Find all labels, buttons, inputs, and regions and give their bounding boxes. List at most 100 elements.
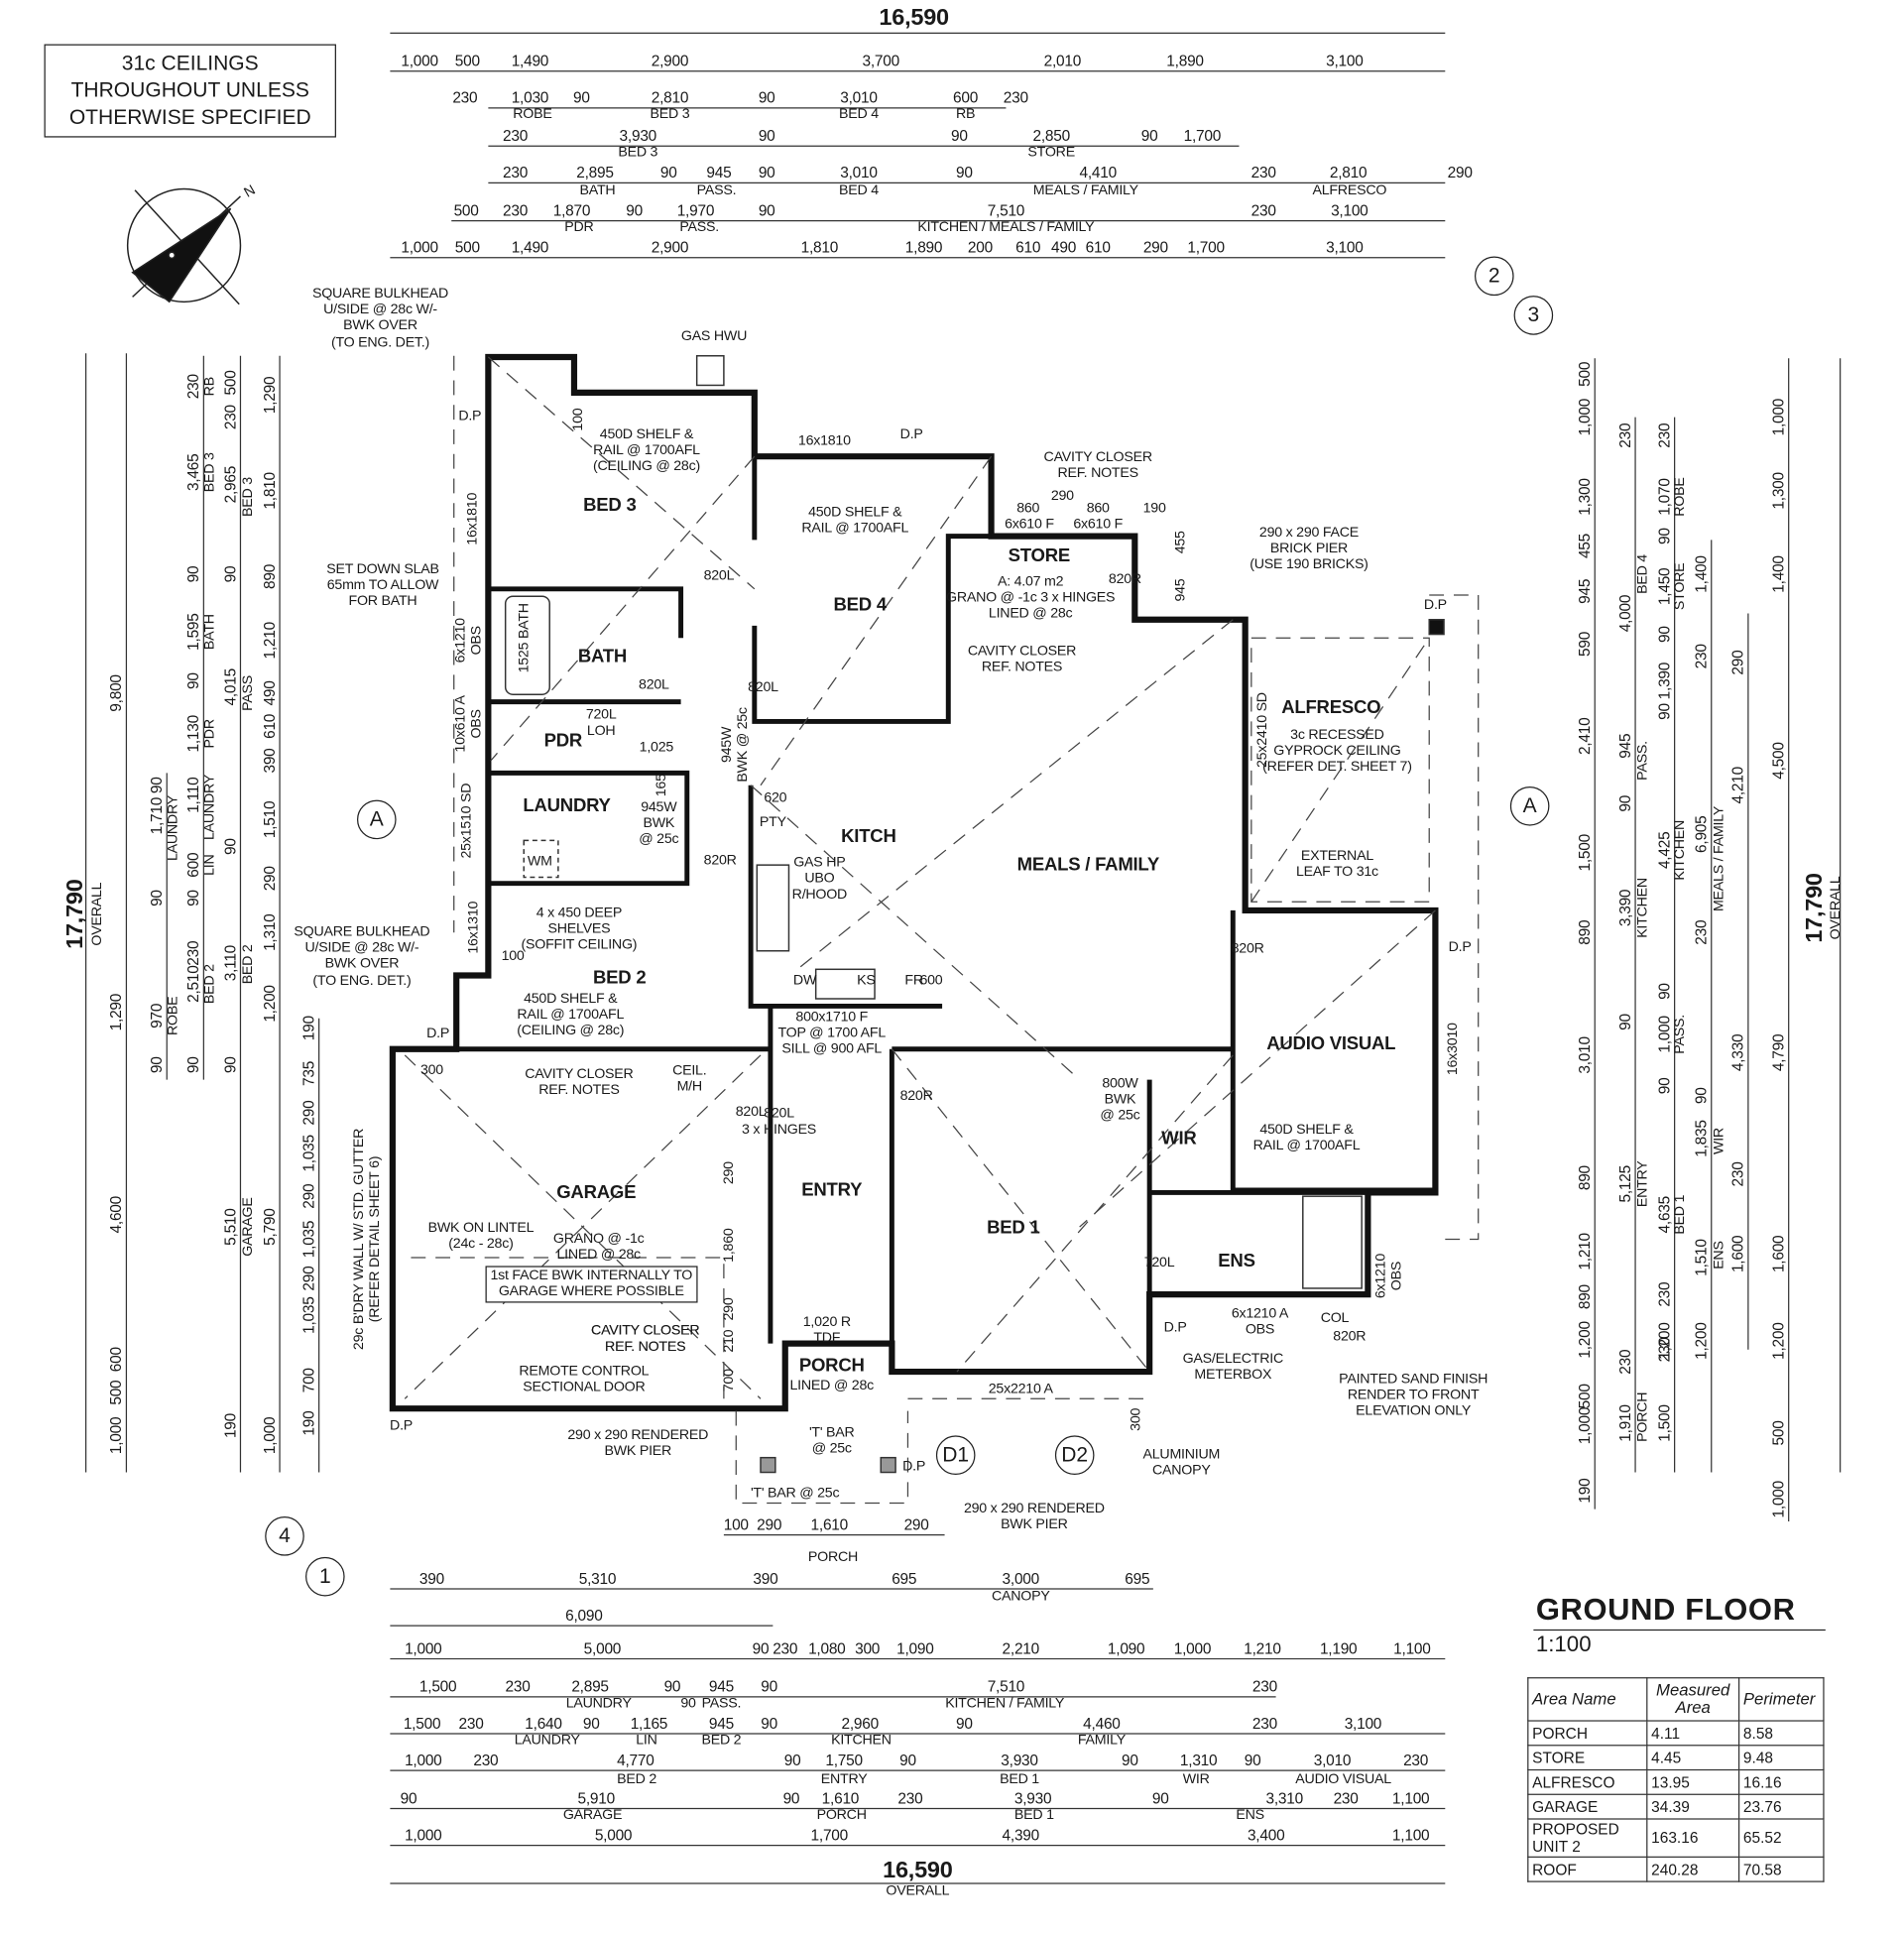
annotation-note: 450D SHELF & RAIL @ 1700AFL (CEILING @ 2… xyxy=(592,426,700,475)
dimension-value: 610 xyxy=(1015,239,1041,257)
plan-small-label: 820L xyxy=(735,1104,767,1120)
dimension-value: 90 xyxy=(758,164,775,181)
rotated-annotation: 25x1510 SD xyxy=(459,783,475,859)
dimension-value: 1,165 xyxy=(630,1715,668,1733)
annotation-note: 450D SHELF & RAIL @ 1700AFL xyxy=(801,505,909,537)
dimension-value: 190 xyxy=(221,1412,240,1439)
dimension-room-label: KITCHEN / FAMILY xyxy=(945,1696,1065,1712)
dimension-room-label: PDR xyxy=(564,219,594,235)
dimension-value: 5,790 xyxy=(261,1208,279,1246)
dimension-value: 6,090 xyxy=(565,1607,603,1625)
rotated-annotation: 290 xyxy=(721,1297,737,1321)
dimension-value: 90 xyxy=(783,1752,801,1769)
plan-small-label: 6x610 F xyxy=(1073,517,1124,533)
room-label: ENTRY xyxy=(801,1179,863,1201)
dimension-value: 490 xyxy=(1051,239,1077,257)
plan-small-label: D.P xyxy=(1448,940,1472,955)
dimension-value: 230 xyxy=(1616,1349,1634,1375)
dimension-value: 1,890 xyxy=(904,239,943,257)
dimension-value: 1,000 xyxy=(1769,1481,1788,1518)
dimension-room-label: ROBE xyxy=(1672,477,1688,517)
dimension-value: 2,895 xyxy=(576,164,614,181)
dimension-value: 1,310 xyxy=(1179,1752,1218,1769)
dimension-room-label: GARAGE xyxy=(240,1197,256,1257)
annotation-note: 290 x 290 RENDERED BWK PIER xyxy=(567,1427,709,1459)
dimension-value: 1,970 xyxy=(676,201,715,220)
fixtures xyxy=(504,355,1445,1474)
dimension-room-label: FAMILY xyxy=(1077,1733,1126,1749)
dimension-room-label: ROBE xyxy=(166,996,181,1035)
plan-small-label: D.P xyxy=(458,409,482,424)
dimension-value: 3,930 xyxy=(619,127,657,145)
room-label: BATH xyxy=(577,646,628,667)
dimension-value: 90 xyxy=(1655,626,1674,643)
dimension-value: 3,100 xyxy=(1326,52,1364,70)
dimension-room-label: LIN xyxy=(636,1733,657,1749)
dimension-value: 90 xyxy=(1655,528,1674,544)
annotation-note: 450D SHELF & RAIL @ 1700AFL xyxy=(1252,1122,1361,1153)
dimension-value: 3,700 xyxy=(862,52,900,70)
dimension-value: 2,010 xyxy=(1043,52,1082,70)
dimension-value: 5,310 xyxy=(578,1570,617,1588)
annotation-note: REMOTE CONTROL SECTIONAL DOOR xyxy=(519,1364,650,1395)
dimension-value: 390 xyxy=(418,1570,444,1588)
dimension-value: 3,010 xyxy=(1576,1036,1594,1074)
rotated-annotation: 25x2410 SD xyxy=(1255,692,1270,768)
plan-small-label: KS xyxy=(857,973,876,989)
rotated-annotation: 455 xyxy=(1173,531,1188,554)
perimeter-cell: 70.58 xyxy=(1737,1856,1825,1882)
dimension-value: 2,810 xyxy=(651,89,689,107)
dimension-value: 4,390 xyxy=(1002,1826,1040,1845)
plan-small-label: D.P xyxy=(902,1459,926,1475)
dimension-room-label: BED 4 xyxy=(839,182,879,198)
dimension-value: 490 xyxy=(261,680,279,706)
dimension-value: 290 xyxy=(757,1515,782,1534)
dimension-value: 90 xyxy=(148,777,166,794)
annotation-note: GRANO @ -1c LINED @ 28c xyxy=(552,1231,645,1263)
dimension-room-label: PASS. xyxy=(701,1696,742,1712)
dimension-room-label: RB xyxy=(955,107,976,122)
dimension-value: 1,810 xyxy=(800,239,839,257)
dimension-room-label: WIR xyxy=(1182,1771,1210,1787)
dimension-value: 90 xyxy=(899,1752,916,1769)
dimension-value: 230 xyxy=(452,89,478,107)
room-label: STORE xyxy=(1008,544,1071,566)
dimension-value: 890 xyxy=(1576,1284,1594,1310)
dimension-value: 695 xyxy=(1125,1570,1150,1588)
dimension-value: 230 xyxy=(1251,1715,1277,1733)
dimension-value: 1,710 xyxy=(148,796,166,835)
dimension-value: 1,035 xyxy=(299,1220,318,1259)
plan-small-label: 1,025 xyxy=(639,740,674,756)
measured-area-cell: 4.45 xyxy=(1646,1745,1740,1771)
dimension-value: 4,425 xyxy=(1655,831,1674,870)
room-label: PORCH xyxy=(798,1355,865,1377)
dimension-value: 230 xyxy=(458,1715,484,1733)
dimension-value: 290 xyxy=(299,1100,318,1126)
dimension-room-label: BED 1 xyxy=(1013,1807,1054,1823)
plan-small-label: 6x610 F xyxy=(1005,517,1054,533)
dimension-room-label: STORE xyxy=(1672,562,1688,611)
annotation-note: CAVITY CLOSER REF. NOTES xyxy=(591,1323,700,1355)
rotated-annotation: 1525 BATH xyxy=(517,603,533,673)
plan-small-label: D.P xyxy=(426,1026,450,1041)
dimension-value: 390 xyxy=(261,748,279,774)
measured-area-cell: 34.39 xyxy=(1646,1793,1740,1820)
area-name-cell: STORE xyxy=(1527,1745,1648,1771)
dimension-value: 2,510 xyxy=(184,965,202,1003)
dimension-value: 100 xyxy=(723,1515,749,1534)
dimension-room-label: BED 4 xyxy=(1635,554,1651,594)
dimension-value: 5,125 xyxy=(1616,1165,1634,1203)
section-marker: A xyxy=(1509,786,1550,826)
dimension-value: 1,210 xyxy=(261,622,279,660)
perimeter-cell: 23.76 xyxy=(1737,1793,1825,1820)
dimension-value: 700 xyxy=(299,1368,318,1393)
dimension-value: 610 xyxy=(1085,239,1111,257)
dimension-value: 3,930 xyxy=(1001,1752,1038,1769)
dimension-value: 1,700 xyxy=(1187,239,1225,257)
dimension-value: 695 xyxy=(892,1570,917,1588)
dimension-value: 90 xyxy=(148,1056,166,1074)
room-label: MEALS / FAMILY xyxy=(1016,854,1160,876)
dimension-room-label: ENTRY xyxy=(820,1771,868,1787)
dimension-value: 3,390 xyxy=(1616,889,1634,927)
